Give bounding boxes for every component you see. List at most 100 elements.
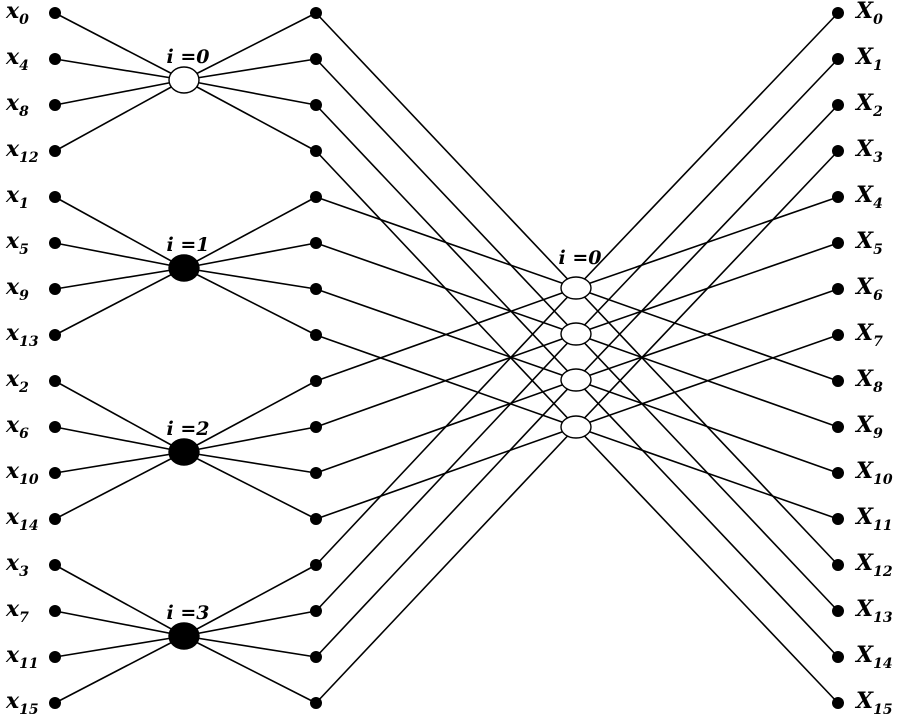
stage1-output-line	[183, 242, 317, 269]
intermediate-node	[310, 7, 322, 19]
intermediate-node	[310, 53, 322, 65]
output-node	[832, 53, 844, 65]
input-label: x3	[5, 550, 29, 580]
stage1-input-line	[54, 380, 185, 453]
stage1-input-line	[54, 635, 185, 658]
intermediate-node	[310, 329, 322, 341]
stage2-output-line	[575, 58, 839, 335]
stage2-hub-3	[560, 415, 592, 439]
input-node	[49, 99, 61, 111]
stage2-input-line	[315, 379, 577, 474]
input-node	[49, 697, 61, 709]
intermediate-node	[310, 651, 322, 663]
stage1-output-line	[183, 564, 317, 637]
input-node	[49, 53, 61, 65]
output-label: X12	[854, 550, 893, 580]
stage2-input-line	[315, 104, 577, 381]
input-label: x10	[5, 458, 39, 488]
output-label: X2	[854, 90, 883, 120]
output-label: X9	[854, 412, 883, 442]
input-node	[49, 283, 61, 295]
input-label: x7	[5, 596, 29, 626]
input-label: x13	[5, 320, 39, 350]
intermediate-node	[310, 513, 322, 525]
output-node	[832, 99, 844, 111]
stage1-input-line	[54, 451, 185, 520]
output-node	[832, 283, 844, 295]
stage1-output-line	[183, 451, 317, 474]
connection-lines	[54, 12, 839, 704]
stage1-output-line	[183, 267, 317, 290]
output-node	[832, 651, 844, 663]
output-label: X14	[854, 642, 893, 672]
output-node	[832, 513, 844, 525]
stage1-hub-0	[168, 66, 200, 94]
output-label: X3	[854, 136, 883, 166]
output-node	[832, 467, 844, 479]
stage1-input-line	[54, 79, 185, 106]
stage1-output-line	[183, 79, 317, 152]
intermediate-node	[310, 697, 322, 709]
stage1-hub-2	[168, 438, 200, 466]
stage1-input-line	[54, 635, 185, 704]
intermediate-node	[310, 375, 322, 387]
stage1-input-line	[54, 610, 185, 637]
input-node	[49, 191, 61, 203]
output-label: X13	[854, 596, 893, 626]
stage2-input-line	[315, 426, 577, 520]
stage1-hub-label: i =1	[167, 234, 210, 256]
stage1-hub-label: i =2	[167, 418, 210, 440]
input-node	[49, 237, 61, 249]
intermediate-node	[310, 283, 322, 295]
output-node	[832, 605, 844, 617]
stage2-hub-1	[560, 322, 592, 346]
intermediate-node	[310, 145, 322, 157]
stage2-output-line	[575, 426, 839, 704]
output-node	[832, 697, 844, 709]
stage2-hub-label: i =0	[559, 247, 602, 269]
intermediate-node	[310, 421, 322, 433]
input-node	[49, 7, 61, 19]
output-label: X5	[854, 228, 883, 258]
input-node	[49, 329, 61, 341]
output-node	[832, 375, 844, 387]
input-node	[49, 467, 61, 479]
stage1-input-line	[54, 58, 185, 81]
output-label: X15	[854, 688, 893, 718]
signal-labels: x0x4x8x12x1x5x9x13x2x6x10x14x3x7x11x15X0…	[5, 0, 893, 718]
input-label: x0	[5, 0, 29, 28]
input-node	[49, 421, 61, 433]
stage2-input-line	[315, 334, 577, 428]
input-label: x12	[5, 136, 39, 166]
stage1-output-line	[183, 79, 317, 106]
stage2-output-line	[575, 288, 839, 381]
stage1-output-line	[183, 380, 317, 453]
stage2-input-line	[315, 12, 577, 289]
stage2-input-line	[315, 150, 577, 428]
stage2-hub-0	[560, 276, 592, 300]
stage1-output-line	[183, 426, 317, 453]
output-label: X8	[854, 366, 883, 396]
stage2-output-line	[575, 12, 839, 289]
output-node	[832, 329, 844, 341]
output-node	[832, 559, 844, 571]
output-node	[832, 191, 844, 203]
input-label: x1	[5, 182, 29, 212]
stage2-hub-2	[560, 368, 592, 392]
stage1-input-line	[54, 196, 185, 269]
output-label: X7	[854, 320, 883, 350]
stage1-input-line	[54, 79, 185, 152]
stage1-input-line	[54, 267, 185, 290]
stage2-input-line	[315, 58, 577, 335]
stage1-input-line	[54, 267, 185, 336]
intermediate-node	[310, 605, 322, 617]
output-label: X0	[854, 0, 883, 28]
input-label: x9	[5, 274, 29, 304]
input-label: x4	[5, 44, 29, 74]
input-node	[49, 145, 61, 157]
stage1-output-line	[183, 267, 317, 336]
output-label: X11	[854, 504, 893, 534]
stage1-output-line	[183, 196, 317, 269]
input-label: x8	[5, 90, 29, 120]
